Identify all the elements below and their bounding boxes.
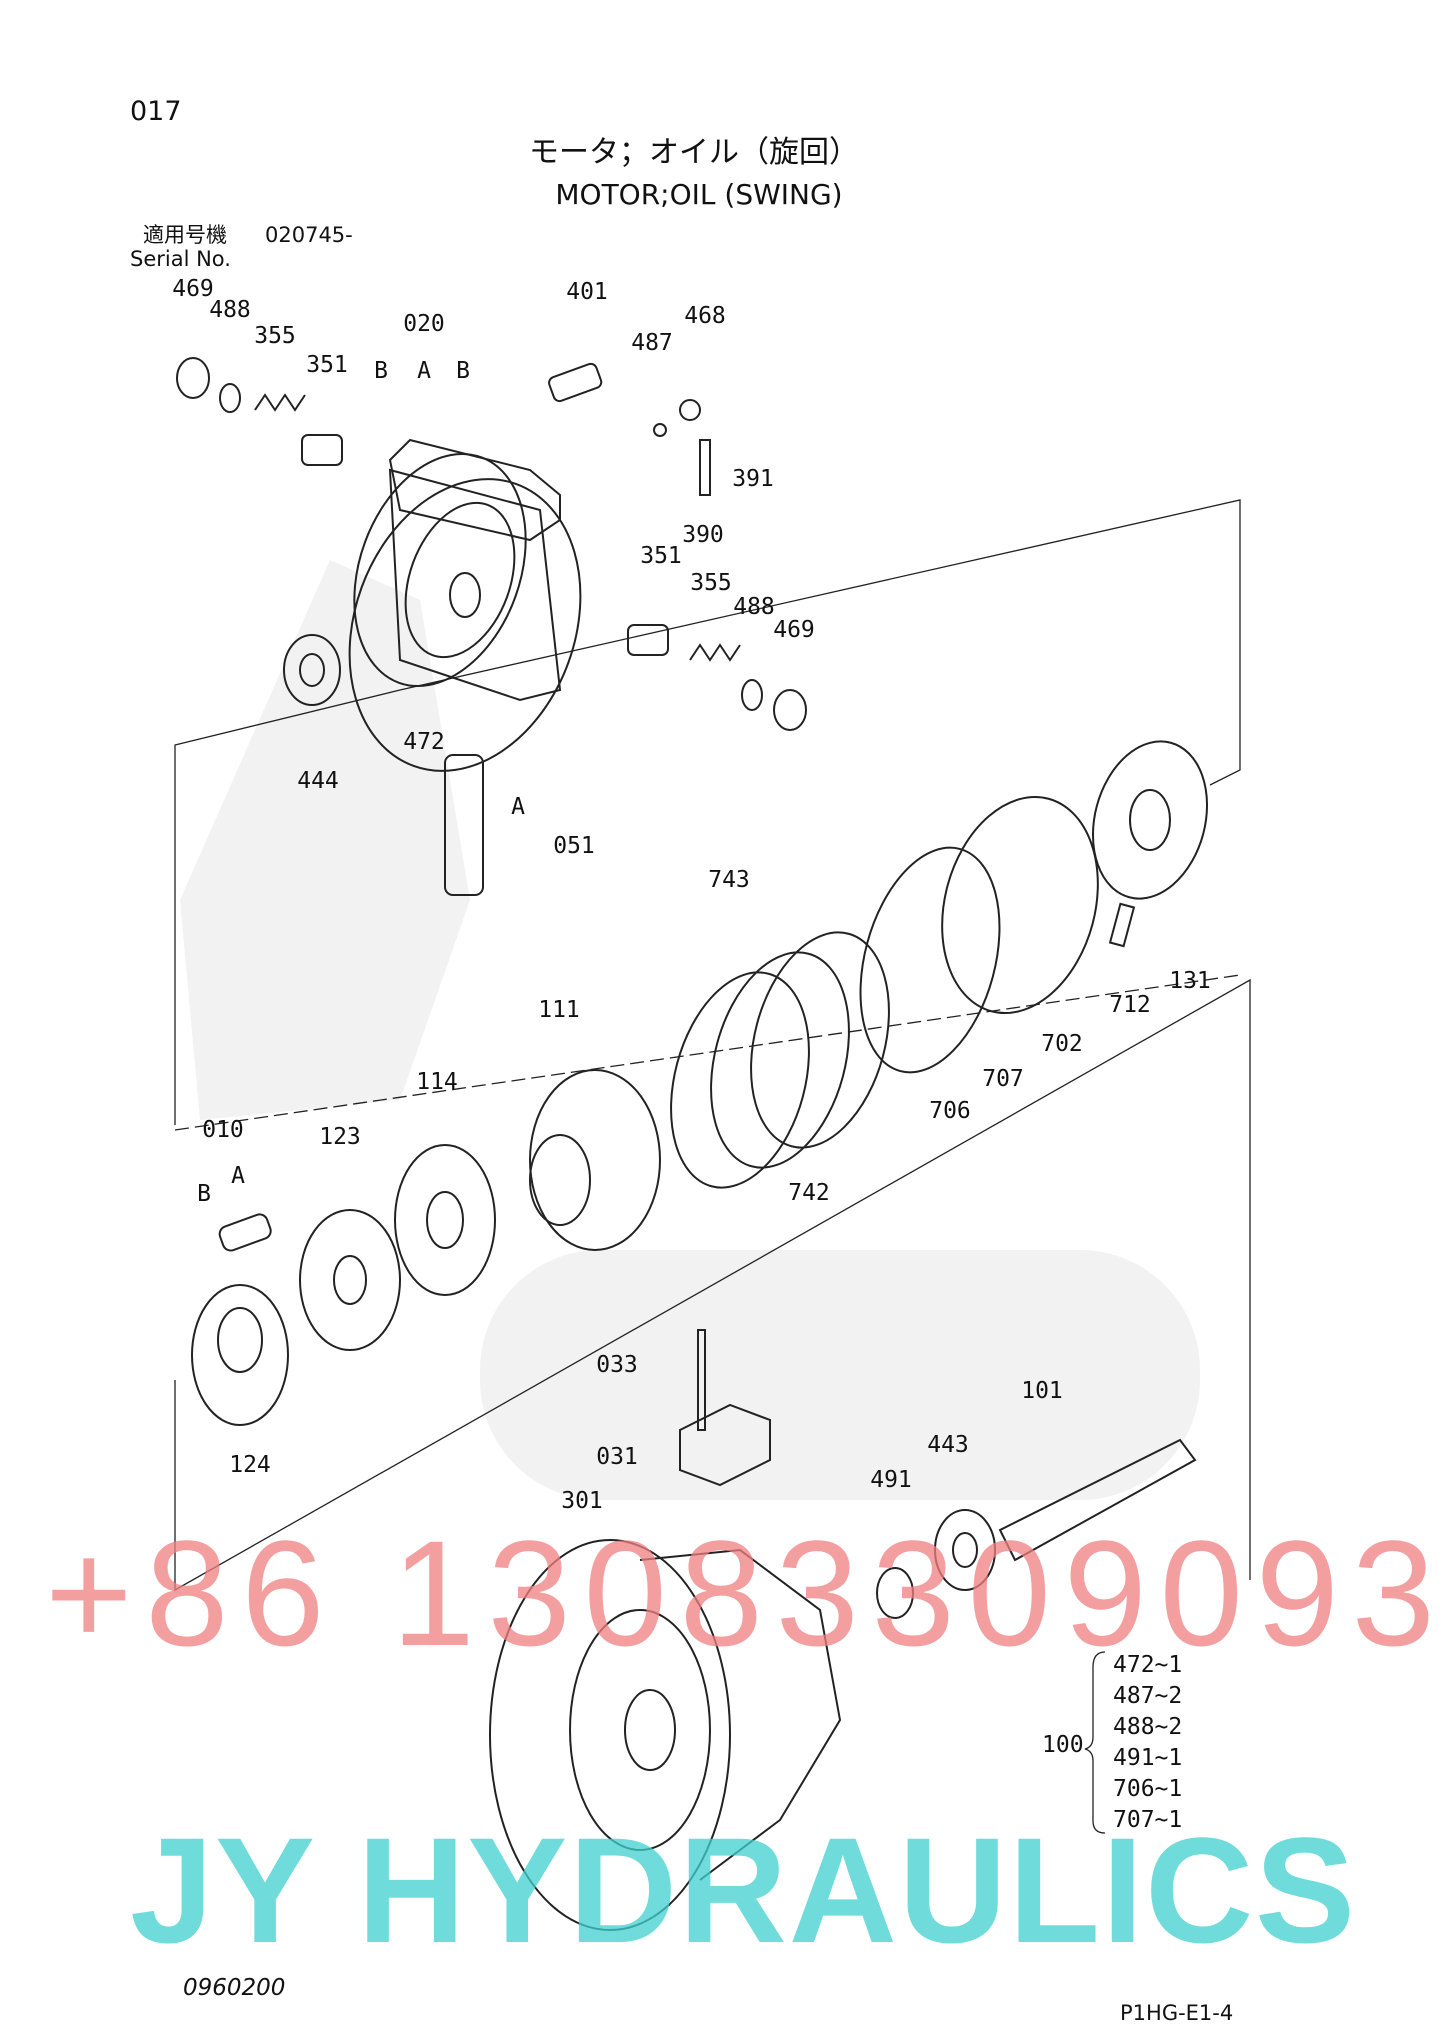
callout: 488 (209, 297, 251, 323)
callout: 020 (403, 311, 445, 337)
footer-left-code: 0960200 (183, 1975, 285, 2001)
kit-item: 491~1 (1113, 1745, 1182, 1771)
callout: 131 (1169, 968, 1211, 994)
kit-item: 706~1 (1113, 1776, 1182, 1802)
callout: 487 (631, 330, 673, 356)
callout: 488 (733, 594, 775, 620)
callout: 051 (553, 833, 595, 859)
callout: 351 (640, 543, 682, 569)
callout: 391 (732, 466, 774, 492)
callout-labels: 469 488 355 351 020 B A B 401 487 468 39… (172, 276, 1211, 1514)
callout: 114 (416, 1069, 458, 1095)
callout: 124 (229, 1452, 271, 1478)
phone-watermark: +86 13083309093 (45, 1509, 1435, 1677)
kit-list: 100 472~1 487~2 488~2 491~1 706~1 707~1 (1042, 1651, 1182, 1834)
page-number: 017 (130, 96, 182, 127)
kit-item: 487~2 (1113, 1683, 1182, 1709)
kit-item: 472~1 (1113, 1652, 1182, 1678)
callout: B (456, 358, 470, 384)
callout: 033 (596, 1352, 638, 1378)
callout: 742 (788, 1180, 830, 1206)
callout: 469 (773, 617, 815, 643)
callout: A (231, 1163, 245, 1189)
callout: 351 (306, 352, 348, 378)
callout: 101 (1021, 1378, 1063, 1404)
kit-item: 707~1 (1113, 1807, 1182, 1833)
kit-label: 100 (1042, 1732, 1084, 1758)
callout: 712 (1109, 992, 1151, 1018)
callout: A (511, 794, 525, 820)
callout: 469 (172, 276, 214, 302)
callout: B (197, 1181, 211, 1207)
callout: 443 (927, 1432, 969, 1458)
parts (176, 357, 1209, 1931)
callout: 444 (297, 768, 339, 794)
callout: 031 (596, 1444, 638, 1470)
callout: 355 (254, 323, 296, 349)
title-en: MOTOR;OIL (SWING) (555, 178, 842, 211)
callout: B (374, 358, 388, 384)
callout: 355 (690, 570, 732, 596)
kit-item: 488~2 (1113, 1714, 1182, 1740)
callout: 010 (202, 1117, 244, 1143)
callout: 472 (403, 729, 445, 755)
callout: 123 (319, 1124, 361, 1150)
title-jp: モータ；オイル（旋回） (529, 135, 859, 170)
callout: 301 (561, 1488, 603, 1514)
callout: 491 (870, 1467, 912, 1493)
group-boundaries (174, 499, 1251, 1592)
callout: 390 (682, 522, 724, 548)
serial-jp: 適用号機 (143, 223, 227, 247)
callout: 468 (684, 303, 726, 329)
callout: 111 (538, 997, 580, 1023)
callout: 707 (982, 1066, 1024, 1092)
background-logo (180, 560, 1200, 1500)
brand-watermark: JY HYDRAULICS (130, 1806, 1355, 1974)
callout: 401 (566, 279, 608, 305)
callout: 706 (929, 1098, 971, 1124)
callout: A (417, 358, 431, 384)
callout: 702 (1041, 1031, 1083, 1057)
serial-label: Serial No. (130, 247, 231, 271)
callout: 743 (708, 867, 750, 893)
serial-value: 020745- (265, 223, 353, 247)
footer-right-code: P1HG-E1-4 (1120, 2001, 1233, 2025)
